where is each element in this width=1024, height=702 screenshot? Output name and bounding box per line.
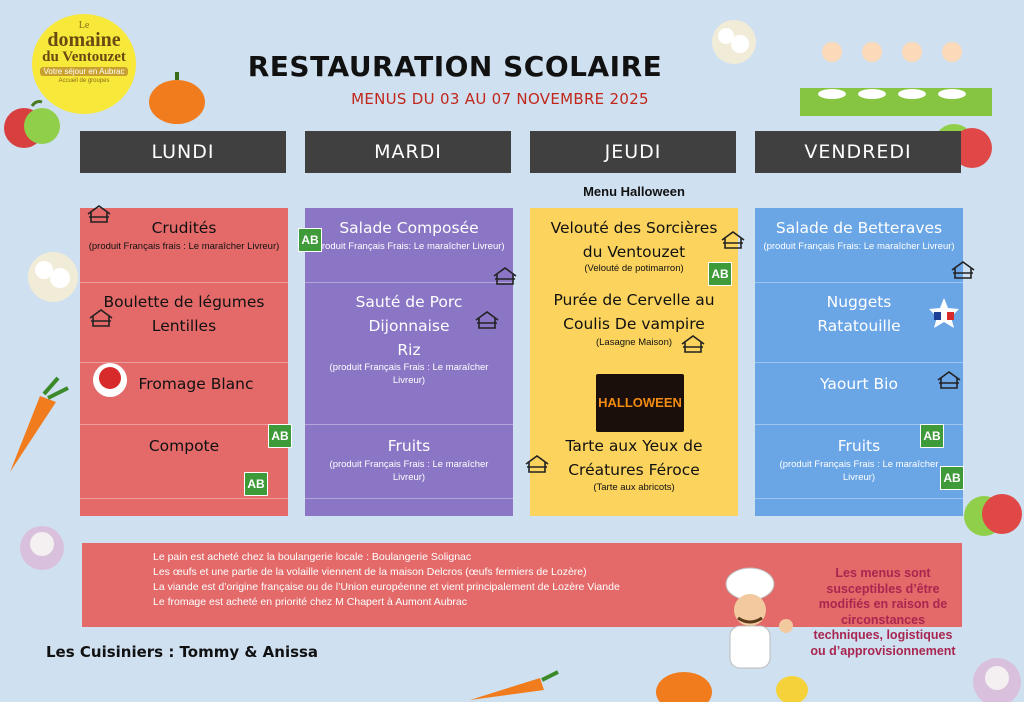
info-box: Le pain est acheté chez la boulangerie l… [82,543,962,627]
dish: Sauté de Porc [355,293,463,311]
volaille-francaise-icon [929,298,959,328]
halloween-image: HALLOWEEN [596,374,684,432]
house-icon [493,267,517,285]
menu-column-mardi: Salade Composée (produit Français Frais:… [305,208,513,516]
organic-ab-icon: AB [940,466,964,490]
dish: Crudités [151,219,217,237]
logo-line: Le [78,20,90,31]
organic-ab-icon: AB [244,472,268,496]
logo-line: du Ventouzet [42,49,126,65]
dish-note: (produit Français Frais: Le maraîcher Li… [763,241,955,252]
day-header-mardi: MARDI [305,131,511,173]
organic-ab-icon: AB [920,424,944,448]
day-header-lundi: LUNDI [80,131,286,173]
logo: Le domaine du Ventouzet Votre séjour en … [32,14,136,114]
dish: Nuggets [826,293,892,311]
disclaimer: Les menus sont susceptibles d’être modif… [810,566,956,658]
page-title: RESTAURATION SCOLAIRE [247,50,663,83]
cooks-credit: Les Cuisiniers : Tommy & Anissa [46,643,319,661]
cauliflower-icon [712,20,756,64]
halloween-menu-label: Menu Halloween [583,184,685,199]
dish-note: (Lasagne Maison) [595,337,673,348]
dish: Riz [397,341,421,359]
info-line: Les œufs et une partie de la volaille vi… [153,566,587,578]
logo-line: Accueil de groupes [58,78,110,84]
dish-note: (produit Français Frais: Le maraîcher Li… [313,241,505,252]
dish-note: (Velouté de potimarron) [584,263,684,274]
turnip-icon [20,526,64,570]
dish: Lentilles [151,317,217,335]
page-subtitle: MENUS DU 03 AU 07 NOVEMBRE 2025 [351,90,649,108]
dish: Fromage Blanc [138,375,254,393]
dish: Coulis De vampire [563,315,705,333]
turnip-icon [973,658,1021,702]
organic-ab-icon: AB [268,424,292,448]
dish: Dijonnaise [368,317,450,335]
dish-note: (produit Français Frais : Le maraîcher L… [329,362,489,386]
cauliflower-icon [28,252,78,302]
house-icon [475,311,499,329]
dish: Boulette de légumes [103,293,265,311]
chef-icon [725,567,793,669]
menu-column-jeudi: Velouté des Sorcières du Ventouzet (Velo… [530,208,738,516]
day-header-jeudi: JEUDI [530,131,736,173]
dish-note: (produit Français Frais : Le maraîcher L… [329,459,489,483]
day-header-vendredi: VENDREDI [755,131,961,173]
dish: Purée de Cervelle au [553,291,715,309]
dish: Fruits [387,437,431,455]
house-icon [525,455,549,473]
carrot-icon [470,670,559,700]
dish: Salade de Betteraves [775,219,943,237]
dish: Yaourt Bio [820,375,898,393]
dish-note: (Tarte aux abricots) [593,482,675,493]
house-icon [721,231,745,249]
logo-line: domaine [47,29,121,51]
info-line: Le pain est acheté chez la boulangerie l… [153,551,472,563]
info-line: La viande est d’origine française ou de … [153,581,620,593]
dish-note: (produit Français frais : Le maraîcher L… [88,241,280,252]
dish: Tarte aux Yeux de [565,437,703,455]
dish: Velouté des Sorcières [550,219,718,237]
info-line: Le fromage est acheté en priorité chez M… [153,596,468,608]
carrot-icon [10,376,69,472]
dish-note: (produit Français Frais : Le maraîcher L… [779,459,939,483]
house-icon [681,335,705,353]
pear-icon [776,676,808,702]
label-rouge-icon [93,363,127,397]
dish: du Ventouzet [582,243,686,261]
house-icon [89,309,113,327]
apple-icon [964,494,1022,536]
organic-ab-icon: AB [298,228,322,252]
dish: Salade Composée [339,219,479,237]
house-icon [937,371,961,389]
logo-line: Votre séjour en Aubrac [40,67,128,76]
house-icon [951,261,975,279]
dish: Créatures Féroce [568,461,700,479]
dish: Ratatouille [817,317,901,335]
apple-icon [4,100,60,148]
house-icon [87,205,111,223]
pumpkin-icon [656,672,712,702]
dish: Compote [148,437,220,455]
pumpkin-icon [149,72,205,124]
children-table-icon [800,42,992,116]
organic-ab-icon: AB [708,262,732,286]
dish: Fruits [837,437,881,455]
menu-column-vendredi: Salade de Betteraves (produit Français F… [755,208,963,516]
menu-column-lundi: Crudités (produit Français frais : Le ma… [80,208,288,516]
